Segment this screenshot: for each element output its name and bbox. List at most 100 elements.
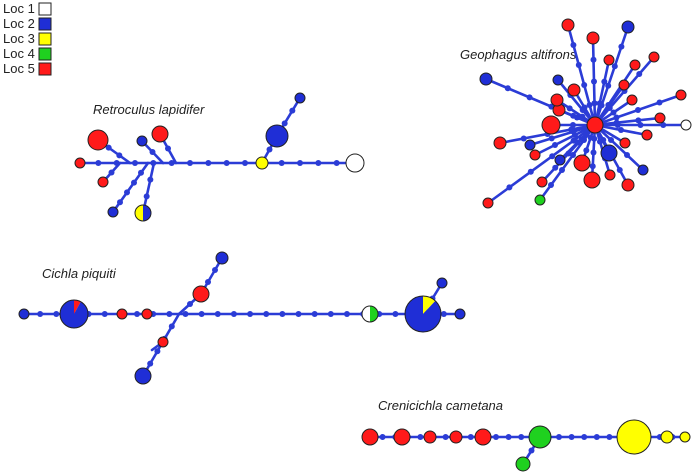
haplotype-node bbox=[87, 129, 109, 151]
mutation-step bbox=[570, 42, 577, 48]
mutation-step bbox=[205, 160, 212, 166]
mutation-step bbox=[548, 182, 554, 188]
mutation-step bbox=[618, 43, 625, 50]
mutation-step bbox=[198, 311, 205, 317]
haplotype-node bbox=[621, 178, 635, 192]
mutation-step bbox=[247, 311, 254, 317]
haplotype-node bbox=[618, 79, 630, 91]
haplotype-node bbox=[59, 299, 89, 329]
mutation-step bbox=[506, 184, 513, 191]
legend-label: Loc 1 bbox=[3, 1, 35, 16]
haplotype-node bbox=[641, 129, 653, 141]
haplotype-pie-slice bbox=[423, 296, 436, 314]
mutation-step bbox=[589, 163, 596, 170]
mutation-step bbox=[505, 434, 512, 440]
mutation-step bbox=[616, 167, 623, 173]
network-cichla bbox=[18, 251, 466, 385]
mutation-step bbox=[636, 71, 643, 77]
legend-swatch bbox=[38, 32, 52, 46]
haplotype-node bbox=[534, 194, 546, 206]
haplotype-pie-slice bbox=[370, 306, 378, 322]
mutation-step bbox=[166, 311, 173, 317]
mutation-step bbox=[311, 311, 318, 317]
mutation-step bbox=[108, 169, 115, 176]
legend-item-loc4: Loc 4 bbox=[3, 46, 52, 61]
haplotype-node bbox=[524, 139, 536, 151]
legend-item-loc5: Loc 5 bbox=[3, 61, 52, 76]
mutation-step bbox=[586, 102, 593, 108]
mutation-step bbox=[597, 138, 603, 145]
haplotype-node bbox=[474, 428, 492, 446]
mutation-step bbox=[581, 137, 587, 143]
haplotype-node bbox=[134, 367, 152, 385]
legend-item-loc3: Loc 3 bbox=[3, 31, 52, 46]
haplotype-node bbox=[529, 149, 541, 161]
mutation-step bbox=[559, 167, 565, 173]
mutation-step bbox=[568, 434, 575, 440]
mutation-step bbox=[278, 160, 285, 166]
mutation-step bbox=[147, 360, 154, 367]
network-edge bbox=[566, 23, 597, 127]
mutation-step bbox=[493, 434, 499, 440]
haplotype-node bbox=[361, 305, 379, 323]
network-edge bbox=[556, 78, 597, 127]
legend-swatch bbox=[38, 17, 52, 31]
mutation-step bbox=[566, 105, 573, 112]
mutation-step bbox=[168, 323, 175, 330]
mutation-step bbox=[467, 434, 474, 440]
haplotype-node bbox=[616, 419, 652, 455]
haplotype-pie-slice bbox=[74, 300, 81, 314]
mutation-step bbox=[131, 179, 137, 186]
mutation-step bbox=[613, 114, 620, 121]
mutation-step bbox=[579, 107, 586, 113]
mutation-step bbox=[281, 120, 288, 127]
haplotype-node bbox=[265, 124, 289, 148]
haplotype-node bbox=[18, 308, 30, 320]
haplotype-node bbox=[619, 137, 631, 149]
mutation-step bbox=[614, 122, 621, 128]
mutation-step bbox=[442, 434, 449, 440]
mutation-step bbox=[624, 152, 630, 158]
network-edge bbox=[486, 123, 597, 205]
haplotype-node bbox=[567, 83, 581, 97]
mutation-step bbox=[333, 160, 340, 166]
haplotype-node bbox=[393, 428, 411, 446]
mutation-step bbox=[608, 137, 614, 143]
legend-swatch bbox=[38, 62, 52, 76]
mutation-step bbox=[606, 434, 613, 440]
mutation-step bbox=[587, 134, 594, 141]
mutation-step bbox=[343, 311, 350, 317]
network-edge bbox=[141, 161, 156, 215]
mutation-step bbox=[527, 168, 534, 175]
haplotype-pie-slice bbox=[59, 300, 88, 328]
mutation-step bbox=[187, 160, 193, 166]
mutation-step bbox=[149, 149, 156, 155]
haplotype-node bbox=[345, 153, 365, 173]
mutation-step bbox=[590, 149, 597, 156]
haplotype-node bbox=[515, 456, 531, 472]
mutation-step bbox=[549, 153, 556, 160]
mutation-step bbox=[105, 144, 112, 151]
network-title-retroculus: Retroculus lapidifer bbox=[93, 102, 205, 117]
mutation-step bbox=[635, 107, 641, 113]
haplotype-node bbox=[479, 72, 493, 86]
mutation-step bbox=[417, 434, 424, 440]
legend-label: Loc 5 bbox=[3, 61, 35, 76]
haplotype-node bbox=[550, 93, 564, 107]
mutation-step bbox=[124, 189, 130, 196]
haplotype-node bbox=[436, 277, 448, 289]
haplotype-node bbox=[215, 251, 229, 265]
mutation-step bbox=[117, 199, 123, 206]
mutation-step bbox=[143, 193, 150, 200]
haplotype-node bbox=[116, 308, 128, 320]
haplotype-node bbox=[680, 119, 692, 131]
mutation-step bbox=[660, 122, 667, 128]
haplotype-node bbox=[604, 169, 616, 181]
legend-label: Loc 2 bbox=[3, 16, 35, 31]
haplotype-node bbox=[541, 115, 561, 135]
haplotype-node bbox=[626, 94, 638, 106]
legend-item-loc1: Loc 1 bbox=[3, 1, 52, 16]
mutation-step bbox=[552, 142, 558, 148]
legend-label: Loc 4 bbox=[3, 46, 35, 61]
mutation-step bbox=[242, 160, 248, 166]
